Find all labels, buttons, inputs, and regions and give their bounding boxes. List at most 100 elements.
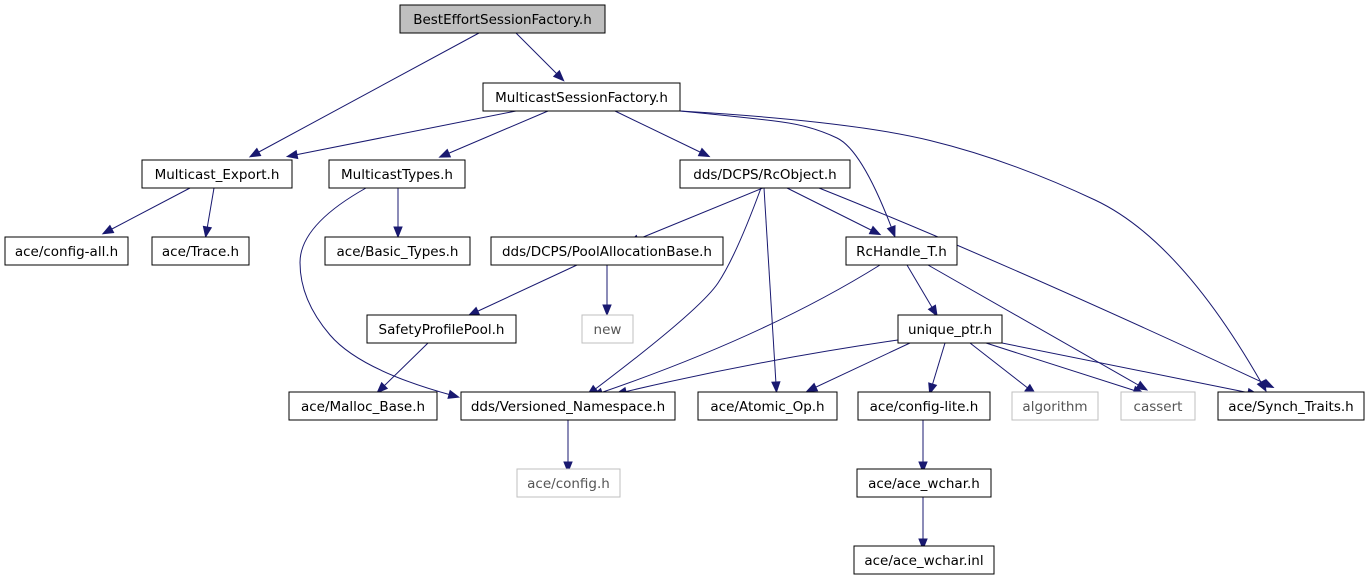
edge-line [635,187,764,241]
node-box [1120,391,1196,421]
edge-uptr-cassert [985,342,1145,395]
edge-line [294,110,517,156]
edge-uptr-synch [1001,342,1260,398]
node-rcobj[interactable]: dds/DCPS/RcObject.h [679,159,851,189]
edge-arrowhead [771,381,781,394]
edge-root-mexp [248,32,480,158]
node-label: new [594,322,622,338]
edge-arrowhead [563,461,573,474]
edge-arrowhead [202,225,213,239]
node-box [4,236,129,266]
edge-line [679,110,1263,385]
edge-line [786,187,874,232]
edge-spp-malloc [376,342,429,394]
edge-uptr-cfglite [928,342,946,395]
edge-line [679,110,893,230]
edge-line [969,342,1030,390]
node-box [853,545,995,575]
edge-line [1001,342,1251,394]
node-malloc[interactable]: ace/Malloc_Base.h [288,391,438,421]
edge-arrowhead [918,538,928,551]
node-label: ace/Trace.h [162,244,239,260]
edge-arrowhead [393,226,403,239]
edge-msf-mtypes [438,110,549,158]
node-msf[interactable]: MulticastSessionFactory.h [482,82,681,112]
edge-line [515,32,559,76]
edge-msf-rch [679,110,896,238]
node-trace[interactable]: ace/Trace.h [151,236,250,266]
node-label: MulticastSessionFactory.h [495,90,668,106]
edge-rch-cassert [927,264,1149,391]
node-box [328,159,466,189]
edge-mexp-trace [202,187,215,239]
node-box [366,314,517,344]
node-mexp[interactable]: Multicast_Export.h [141,159,293,189]
edge-arrowhead [447,389,461,399]
node-uptr[interactable]: unique_ptr.h [897,314,1003,344]
edge-line [614,110,703,154]
edge-arrowhead [438,148,452,158]
node-box [490,236,724,266]
edge-arrowhead [805,382,819,392]
node-new: new [581,314,634,344]
edge-arrowhead [697,147,711,158]
edge-rch-uptr [906,264,938,318]
node-box [399,4,606,34]
edge-wchar-wcharinl [918,497,928,551]
edge-rcobj-atomic [763,187,781,394]
node-wcharinl[interactable]: ace/ace_wchar.inl [853,545,995,575]
edges-layer [101,32,1275,551]
edge-line [382,342,429,388]
node-label: ace/config.h [527,476,610,492]
edge-pab-spp [467,264,578,316]
edge-rcobj-synch [818,187,1275,388]
edge-line [446,110,549,155]
node-vns[interactable]: dds/Versioned_Namespace.h [460,391,676,421]
node-atomic[interactable]: ace/Atomic_Op.h [697,391,838,421]
node-config: ace/config.h [516,468,621,498]
edge-line [623,339,899,393]
edge-arrowhead [602,304,612,317]
node-label: ace/Basic_Types.h [337,244,459,260]
node-mtypes[interactable]: MulticastTypes.h [328,159,466,189]
edge-mtypes-basic [393,188,403,239]
edge-rch-vns [591,264,881,397]
edge-uptr-vns [614,339,899,397]
node-cfglite[interactable]: ace/config-lite.h [857,391,991,421]
node-label: MulticastTypes.h [341,167,453,183]
edge-arrowhead [918,461,928,474]
node-box [141,159,293,189]
node-rch[interactable]: RcHandle_T.h [845,236,958,266]
edge-root-msf [515,32,565,82]
edge-line [931,342,946,387]
edge-arrowhead [928,382,938,395]
node-label: ace/Malloc_Base.h [301,399,425,415]
node-label: ace/ace_wchar.h [868,476,980,492]
node-label: Multicast_Export.h [155,167,280,183]
node-label: cassert [1134,399,1183,415]
node-cfgall[interactable]: ace/config-all.h [4,236,129,266]
node-box [324,236,471,266]
node-wchar[interactable]: ace/ace_wchar.h [856,468,992,498]
node-label: ace/ace_wchar.inl [864,553,983,569]
node-box [151,236,250,266]
edge-arrowhead [285,149,299,160]
edge-line [927,264,1141,387]
edge-pab-new [602,265,612,317]
edge-arrowhead [1135,380,1149,391]
node-box [845,236,958,266]
edge-cfglite-wchar [918,420,928,474]
node-label: ace/Synch_Traits.h [1228,399,1353,415]
node-box [516,468,621,498]
node-box [857,391,991,421]
edge-arrowhead [101,224,115,235]
nodes-layer: BestEffortSessionFactory.hMulticastSessi… [4,4,1365,575]
node-pab[interactable]: dds/DCPS/PoolAllocationBase.h [490,236,724,266]
node-spp[interactable]: SafetyProfilePool.h [366,314,517,344]
edge-line [599,264,881,394]
node-label: dds/DCPS/RcObject.h [693,167,836,183]
node-root[interactable]: BestEffortSessionFactory.h [399,4,606,34]
edge-line [299,187,452,396]
node-synch[interactable]: ace/Synch_Traits.h [1217,391,1365,421]
node-basic[interactable]: ace/Basic_Types.h [324,236,471,266]
